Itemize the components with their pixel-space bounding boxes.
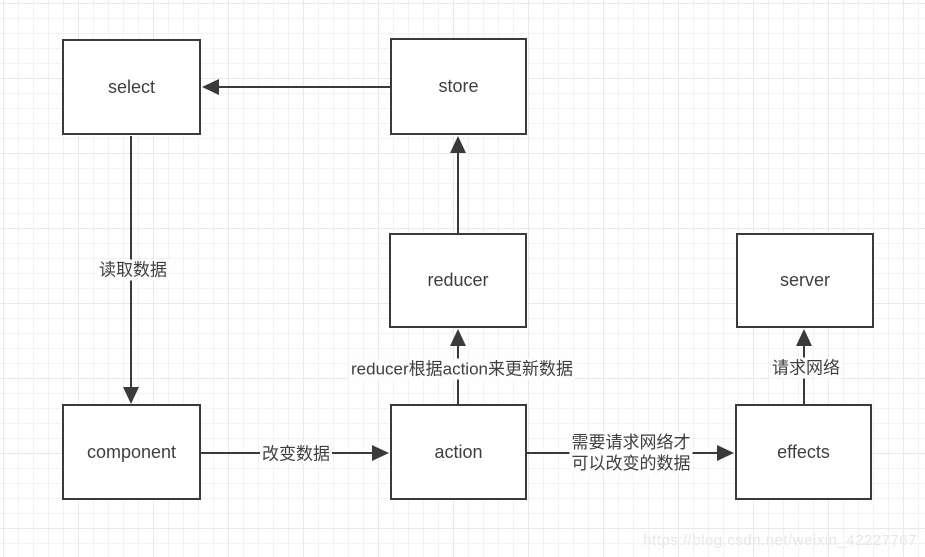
edge-label-read-data: 读取数据 [97,259,169,281]
edge-label-network-line2: 可以改变的数据 [571,454,691,473]
node-reducer-label: reducer [427,270,489,290]
node-select: select [62,39,201,135]
node-store-label: store [438,76,479,96]
arrowhead-right-icon [717,445,734,461]
node-component: component [62,404,201,500]
edge-label-network-data: 需要请求网络才 可以改变的数据 [569,432,693,474]
edge-label-reducer-update: reducer根据action来更新数据 [348,358,576,380]
arrowhead-down-icon [123,387,139,404]
arrowhead-up-icon [796,329,812,346]
node-reducer: reducer [389,233,527,328]
arrowhead-left-icon [202,79,219,95]
edge-label-change-data: 改变数据 [260,443,332,465]
arrow-line [457,151,459,233]
node-select-label: select [107,76,156,97]
arrowhead-up-icon [450,329,466,346]
node-server: server [736,233,874,328]
watermark-url: https://blog.csdn.net/weixin_42227767 [643,532,917,549]
node-component-label: component [86,441,177,462]
edge-label-request-network: 请求网络 [770,357,842,379]
arrowhead-right-icon [372,445,389,461]
arrowhead-up-icon [450,136,466,153]
arrow-line [218,86,390,88]
node-effects: effects [735,404,872,500]
node-server-label: server [779,270,830,290]
node-action-label: action [434,441,483,462]
node-effects-label: effects [777,441,830,462]
node-action: action [390,404,527,500]
node-store: store [390,38,527,135]
edge-label-network-line1: 需要请求网络才 [571,433,691,452]
